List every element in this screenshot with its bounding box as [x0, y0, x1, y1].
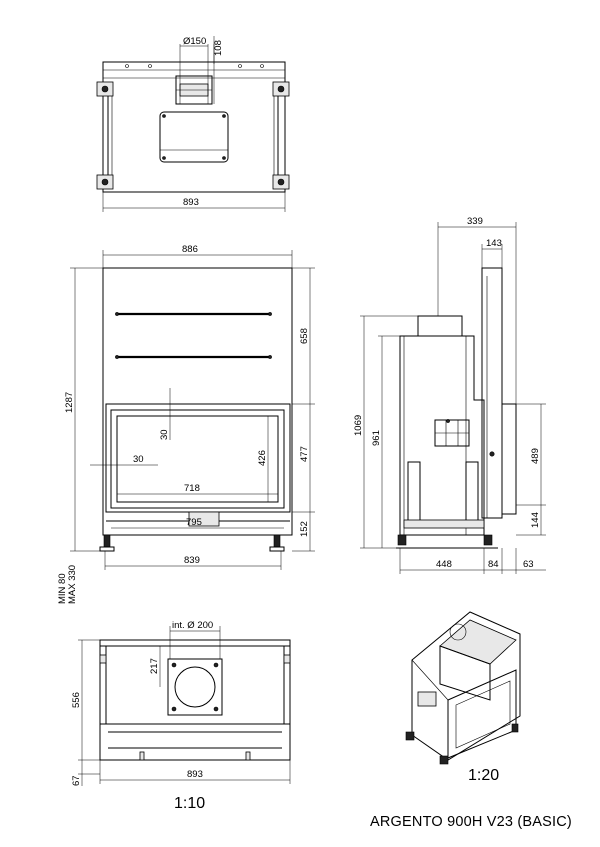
- side-bottom-84-label: 84: [488, 559, 499, 570]
- plan-front-67-label: 67: [71, 775, 82, 786]
- front-view: 886 1287 658 477 152 426 30 30 718 795: [57, 244, 315, 604]
- front-height-label: 1287: [64, 392, 75, 413]
- plan-width-label: 893: [187, 769, 203, 780]
- plan-view: int. Ø 200 217 556 67 893: [71, 620, 291, 786]
- top-offset-label: 108: [213, 40, 224, 56]
- side-height-961-label: 961: [371, 430, 382, 446]
- front-frame-side-label: 30: [133, 454, 144, 465]
- side-depth-top-label: 339: [467, 216, 483, 227]
- side-view: 339 143 1069 961 489 144 448 84 63: [353, 216, 546, 574]
- scale-left-label: 1:10: [174, 795, 205, 812]
- front-frame-top-label: 30: [159, 429, 170, 440]
- top-view: Ø150 108 893: [96, 36, 290, 212]
- scale-right-label: 1:20: [468, 767, 499, 784]
- plan-depth-556-label: 556: [71, 692, 82, 708]
- side-bottom-63-label: 63: [523, 559, 534, 570]
- side-height-1069-label: 1069: [353, 415, 364, 436]
- top-width-label: 893: [183, 197, 199, 208]
- front-opening-height-label: 477: [299, 446, 310, 462]
- top-diameter-label: Ø150: [183, 36, 206, 47]
- product-title: ARGENTO 900H V23 (BASIC): [370, 814, 572, 830]
- side-bottom-448-label: 448: [436, 559, 452, 570]
- feet-min-label: MIN 80: [57, 573, 68, 604]
- front-glass-height-label: 426: [257, 450, 268, 466]
- side-flue-depth-label: 143: [486, 238, 502, 249]
- side-height-489-label: 489: [530, 448, 541, 464]
- front-opening-width-label: 795: [186, 517, 202, 528]
- front-upper-height-label: 658: [299, 328, 310, 344]
- plan-int-diameter-label: int. Ø 200: [172, 620, 213, 631]
- isometric-view: [405, 611, 521, 765]
- front-base-width-label: 839: [184, 555, 200, 566]
- plan-depth-217-label: 217: [149, 658, 160, 674]
- front-top-width-label: 886: [182, 244, 198, 255]
- side-height-144-label: 144: [530, 512, 541, 528]
- front-glass-width-label: 718: [184, 483, 200, 494]
- feet-max-label: MAX 330: [67, 565, 78, 604]
- front-feet-height-label: 152: [299, 521, 310, 537]
